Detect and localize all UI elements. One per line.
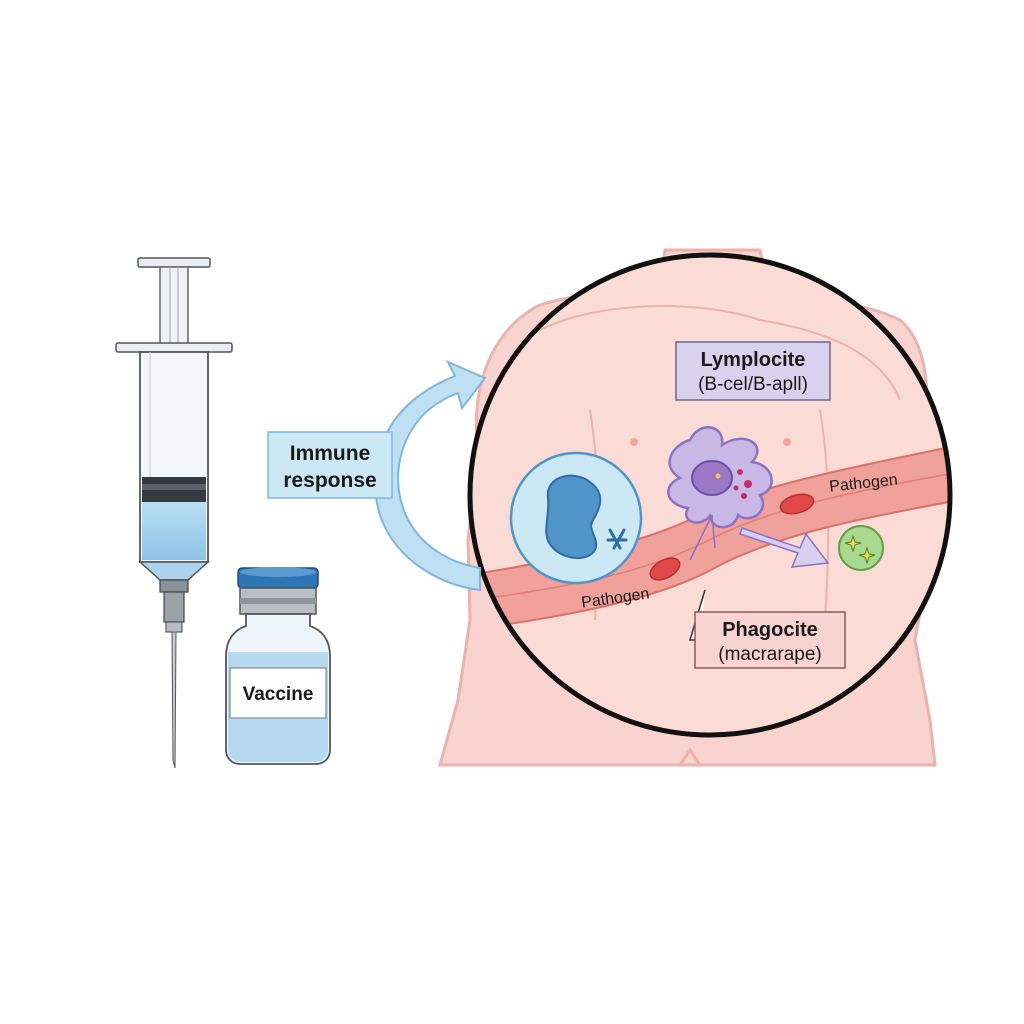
antigen-cell bbox=[838, 525, 884, 571]
immune-response-arrow bbox=[373, 359, 487, 592]
lymphocyte-label-line2: (B-cel/B-apll) bbox=[698, 374, 808, 395]
pathogen-upper bbox=[779, 493, 815, 515]
needle-hub bbox=[163, 591, 185, 623]
vaccine-vial: Vaccine bbox=[225, 567, 331, 765]
phagocyte-label-box: Phagocite (macrarape) bbox=[694, 611, 846, 669]
needle bbox=[171, 631, 177, 769]
lymphocyte-label-line1: Lymplocite bbox=[701, 349, 806, 371]
phagocyte-label-line2: (macrarape) bbox=[718, 644, 821, 665]
lymphocyte-cell bbox=[509, 451, 643, 585]
vaccine-label: Vaccine bbox=[243, 684, 314, 705]
immune-response-label-line2: response bbox=[283, 469, 376, 492]
lymphocyte-label-box: Lymplocite (B-cel/B-apll) bbox=[675, 341, 831, 401]
immune-response-label-box: Immune response bbox=[267, 431, 393, 499]
antibody-icon bbox=[606, 528, 628, 550]
lymphocyte-nucleus bbox=[545, 474, 602, 559]
immune-response-label-line1: Immune bbox=[290, 442, 371, 465]
phagocyte-cell bbox=[667, 426, 773, 529]
collarbone-line bbox=[539, 305, 901, 401]
syringe-liquid bbox=[142, 502, 206, 560]
plunger-thumb bbox=[137, 257, 211, 268]
vial-label bbox=[229, 667, 327, 719]
phagocyte-label-line1: Phagocite bbox=[722, 619, 818, 641]
engulf-arrow bbox=[739, 527, 830, 568]
body-midline bbox=[678, 747, 702, 766]
syringe bbox=[115, 257, 233, 769]
sparkle-icon bbox=[844, 534, 862, 553]
vessel-lumen-line bbox=[474, 471, 950, 601]
phagocyte-nucleus bbox=[691, 460, 733, 496]
phagocyte-pointer bbox=[689, 514, 716, 561]
magnifier-ring bbox=[467, 252, 953, 738]
pathogen-lower bbox=[649, 557, 681, 581]
nipple-left bbox=[630, 438, 638, 446]
syringe-tip bbox=[138, 561, 210, 581]
sparkle-icon bbox=[858, 546, 876, 565]
syringe-flange bbox=[115, 342, 233, 353]
nipple-right bbox=[783, 438, 791, 446]
